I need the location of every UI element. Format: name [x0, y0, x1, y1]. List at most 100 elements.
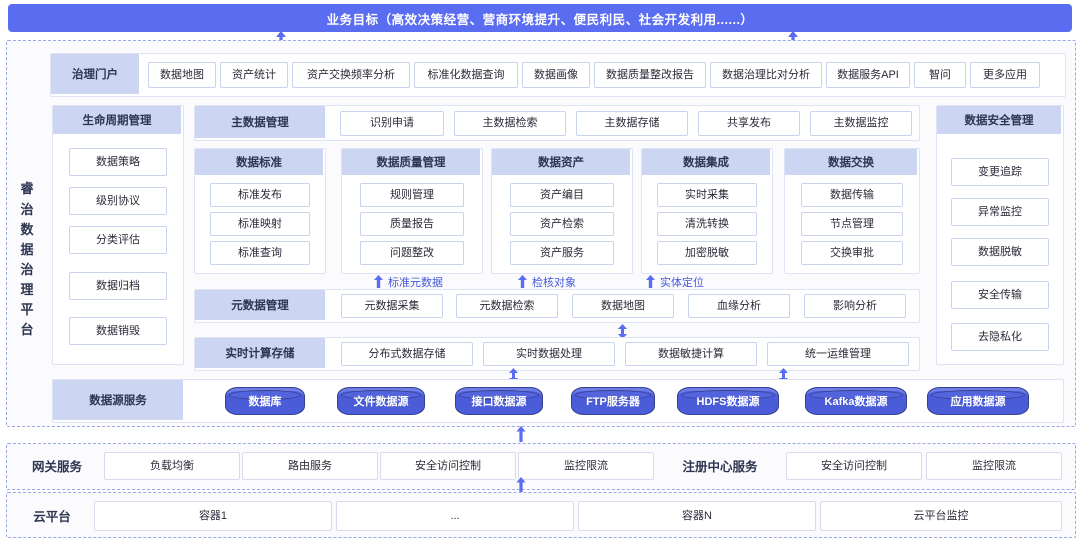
cloud-item-1[interactable]: ... [336, 501, 574, 531]
arrow-annotation-2 [646, 275, 655, 288]
portal-app-9[interactable]: 更多应用 [970, 62, 1040, 88]
compute-item-0[interactable]: 分布式数据存储 [341, 342, 473, 366]
metadata-item-1[interactable]: 元数据检索 [456, 294, 558, 318]
group-2-item-1[interactable]: 资产检索 [510, 212, 614, 236]
portal-label: 治理门户 [51, 54, 139, 94]
gateway-item-0[interactable]: 负载均衡 [104, 452, 240, 480]
datasource-cylinder-6[interactable]: 应用数据源 [927, 387, 1029, 415]
vlabel-char: 理 [20, 282, 34, 298]
registry-item-0[interactable]: 安全访问控制 [786, 452, 922, 480]
arrow-gateway-platform [516, 426, 526, 442]
cloud-item-0[interactable]: 容器1 [94, 501, 332, 531]
portal-app-7[interactable]: 数据服务API [826, 62, 910, 88]
group-1-item-0[interactable]: 规则管理 [360, 183, 464, 207]
lifecycle-title: 生命周期管理 [53, 106, 181, 134]
metadata-item-4[interactable]: 影响分析 [804, 294, 906, 318]
compute-item-1[interactable]: 实时数据处理 [483, 342, 615, 366]
group-title-3: 数据集成 [642, 149, 770, 175]
datasource-title: 数据源服务 [53, 380, 183, 420]
datasource-cylinder-3[interactable]: FTP服务器 [571, 387, 655, 415]
portal-app-3[interactable]: 标准化数据查询 [414, 62, 518, 88]
group-3-item-0[interactable]: 实时采集 [657, 183, 757, 207]
master-data-item-3[interactable]: 共享发布 [698, 111, 800, 136]
lifecycle-item-2[interactable]: 分类评估 [69, 226, 167, 254]
vlabel-char: 数 [20, 221, 34, 237]
annotation-1: 检核对象 [532, 276, 576, 289]
group-2-item-2[interactable]: 资产服务 [510, 241, 614, 265]
gateway-item-3[interactable]: 监控限流 [518, 452, 654, 480]
group-3-item-1[interactable]: 清洗转换 [657, 212, 757, 236]
group-0-item-1[interactable]: 标准映射 [210, 212, 310, 236]
metadata-item-2[interactable]: 数据地图 [572, 294, 674, 318]
compute-item-3[interactable]: 统一运维管理 [767, 342, 909, 366]
group-1-item-1[interactable]: 质量报告 [360, 212, 464, 236]
security-panel [936, 105, 1064, 365]
vlabel-char: 平 [20, 302, 34, 318]
datasource-cylinder-5[interactable]: Kafka数据源 [805, 387, 907, 415]
group-title-1: 数据质量管理 [342, 149, 480, 175]
datasource-cylinder-1[interactable]: 文件数据源 [337, 387, 425, 415]
cloud-label: 云平台 [33, 509, 71, 524]
group-title-2: 数据资产 [492, 149, 630, 175]
security-item-1[interactable]: 异常监控 [951, 198, 1049, 226]
lifecycle-item-4[interactable]: 数据销毁 [69, 317, 167, 345]
datasource-panel [52, 379, 1064, 423]
annotation-2: 实体定位 [660, 276, 704, 289]
group-4-item-2[interactable]: 交换审批 [801, 241, 903, 265]
master-data-item-2[interactable]: 主数据存储 [576, 111, 688, 136]
metadata-title: 元数据管理 [195, 290, 325, 320]
group-0-item-2[interactable]: 标准查询 [210, 241, 310, 265]
security-title: 数据安全管理 [937, 106, 1061, 134]
portal-app-2[interactable]: 资产交换频率分析 [292, 62, 410, 88]
compute-title: 实时计算存储 [195, 338, 325, 368]
arrow-annotation-1 [518, 275, 527, 288]
gateway-item-2[interactable]: 安全访问控制 [380, 452, 516, 480]
portal-app-0[interactable]: 数据地图 [148, 62, 216, 88]
group-1-item-2[interactable]: 问题整改 [360, 241, 464, 265]
group-4-item-0[interactable]: 数据传输 [801, 183, 903, 207]
portal-app-6[interactable]: 数据治理比对分析 [710, 62, 822, 88]
vlabel-char: 治 [20, 262, 34, 277]
portal-app-5[interactable]: 数据质量整改报告 [594, 62, 706, 88]
lifecycle-item-1[interactable]: 级别协议 [69, 187, 167, 215]
security-item-0[interactable]: 变更追踪 [951, 158, 1049, 186]
master-data-item-0[interactable]: 识别申请 [340, 111, 444, 136]
registry-item-1[interactable]: 监控限流 [926, 452, 1062, 480]
security-item-4[interactable]: 去隐私化 [951, 323, 1049, 351]
datasource-cylinder-0[interactable]: 数据库 [225, 387, 305, 415]
group-3-item-2[interactable]: 加密脱敏 [657, 241, 757, 265]
master-data-item-4[interactable]: 主数据监控 [810, 111, 912, 136]
business-goal-banner: 业务目标（高效决策经营、营商环境提升、便民利民、社会开发利用......） [8, 4, 1072, 32]
security-item-2[interactable]: 数据脱敏 [951, 238, 1049, 266]
lifecycle-item-3[interactable]: 数据归档 [69, 272, 167, 300]
arrow-metadata-compute [617, 324, 628, 339]
group-title-0: 数据标准 [195, 149, 323, 175]
datasource-cylinder-4[interactable]: HDFS数据源 [677, 387, 779, 415]
datasource-cylinder-2[interactable]: 接口数据源 [455, 387, 543, 415]
registry-label: 注册中心服务 [682, 459, 758, 474]
group-4-item-1[interactable]: 节点管理 [801, 212, 903, 236]
portal-app-8[interactable]: 智问 [914, 62, 966, 88]
vlabel-char: 台 [20, 322, 34, 338]
security-item-3[interactable]: 安全传输 [951, 281, 1049, 309]
gateway-item-1[interactable]: 路由服务 [242, 452, 378, 480]
master-data-item-1[interactable]: 主数据检索 [454, 111, 566, 136]
vlabel-char: 睿 [20, 181, 34, 197]
metadata-item-3[interactable]: 血缘分析 [688, 294, 790, 318]
gateway-label: 网关服务 [31, 459, 82, 474]
cloud-item-2[interactable]: 容器N [578, 501, 816, 531]
vlabel-char: 治 [20, 201, 34, 217]
metadata-item-0[interactable]: 元数据采集 [341, 294, 443, 318]
cloud-item-3[interactable]: 云平台监控 [820, 501, 1062, 531]
lifecycle-item-0[interactable]: 数据策略 [69, 148, 167, 176]
group-2-item-0[interactable]: 资产编目 [510, 183, 614, 207]
compute-item-2[interactable]: 数据敏捷计算 [625, 342, 757, 366]
portal-app-1[interactable]: 资产统计 [220, 62, 288, 88]
business-goal-title: 业务目标（高效决策经营、营商环境提升、便民利民、社会开发利用......） [326, 12, 754, 27]
annotation-0: 标准元数据 [388, 276, 443, 289]
arrow-annotation-0 [374, 275, 383, 288]
portal-app-4[interactable]: 数据画像 [522, 62, 590, 88]
group-0-item-0[interactable]: 标准发布 [210, 183, 310, 207]
platform-vertical-label: 睿 治 数 据 治 理 平 台 [14, 110, 40, 410]
